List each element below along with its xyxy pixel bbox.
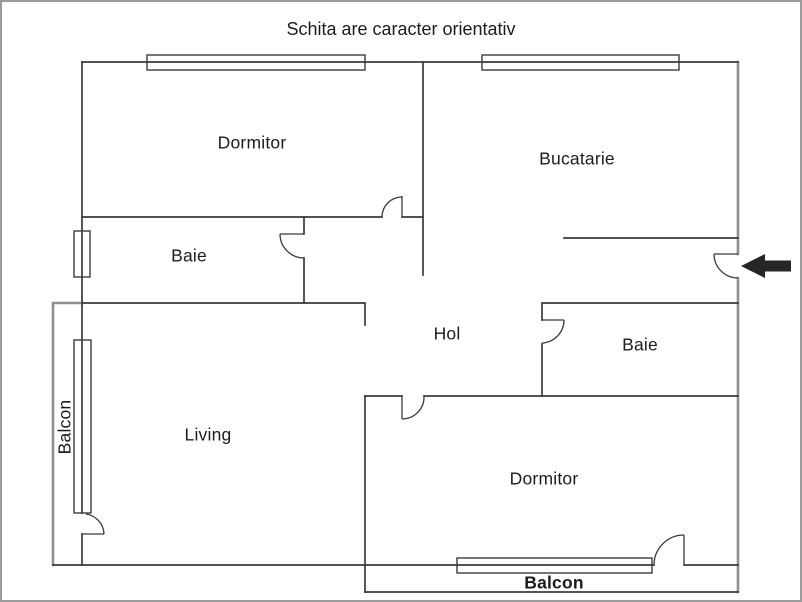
- room-label-living: Living: [184, 424, 232, 445]
- door-dormitor2-balcon: [653, 534, 685, 566]
- wall-balcon-left-outline: [51, 301, 84, 567]
- room-label-bucatarie: Bucatarie: [539, 148, 615, 169]
- door-baie-2: [541, 319, 565, 344]
- room-label-balcon-2: Balcon: [524, 572, 584, 593]
- exterior-walls: [51, 60, 740, 594]
- wall-living-north: [81, 302, 366, 326]
- room-label-hol: Hol: [433, 323, 461, 344]
- windows: [73, 54, 680, 574]
- door-dormitor-1: [381, 196, 403, 218]
- door-baie-1: [279, 233, 305, 259]
- wall-baie2: [541, 302, 739, 397]
- door-living-balcon: [82, 513, 105, 535]
- doors: [82, 196, 739, 566]
- room-label-baie-2: Baie: [622, 334, 658, 355]
- walls: [52, 61, 739, 593]
- room-label-baie-1: Baie: [171, 245, 207, 266]
- plan-title: Schita are caracter orientativ: [286, 19, 516, 39]
- entrance-arrow-icon: [741, 254, 791, 278]
- door-dormitor-2: [401, 395, 425, 420]
- room-label-dormitor-1: Dormitor: [217, 132, 287, 153]
- room-label-dormitor-2: Dormitor: [509, 468, 579, 489]
- room-label-balcon-1: Balcon: [54, 399, 75, 455]
- door-entrance: [713, 253, 739, 279]
